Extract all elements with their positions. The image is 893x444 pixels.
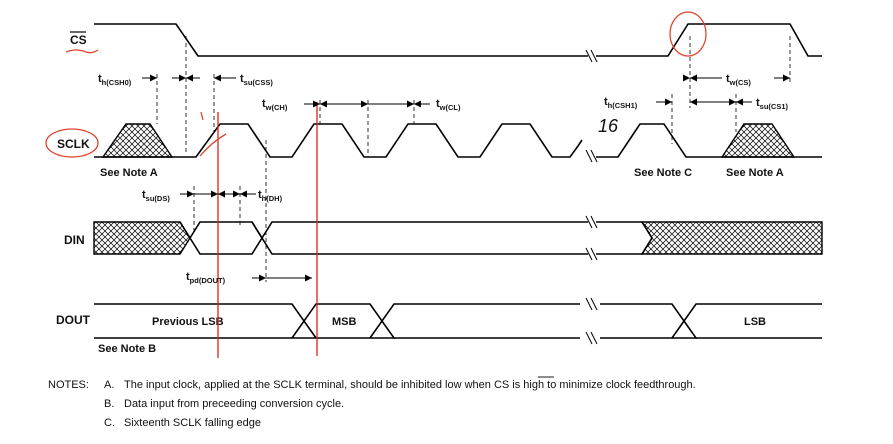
label-th-csh0: th(CSH0) bbox=[98, 73, 132, 87]
timing-arrows bbox=[142, 74, 790, 282]
see-note-a-right: See Note A bbox=[726, 167, 784, 179]
label-tw-cl: tw(CL) bbox=[436, 98, 461, 112]
cs-rise-circle-annotation bbox=[669, 11, 707, 57]
label-tsu-cs1: tsu(CS1) bbox=[756, 97, 789, 111]
handwritten-tick bbox=[199, 133, 227, 157]
cs-waveform bbox=[94, 11, 822, 63]
sclk-waveform bbox=[94, 123, 822, 163]
note-b-text: Data input from preceeding conversion cy… bbox=[124, 398, 344, 410]
see-note-a-left: See Note A bbox=[100, 167, 158, 179]
label-tsu-ds: tsu(DS) bbox=[142, 189, 170, 203]
see-note-b: See Note B bbox=[98, 343, 156, 355]
timing-labels: th(CSH0) tsu(CSS) tw(CH) tw(CL) th(CSH1)… bbox=[98, 73, 789, 285]
note-a-text: The input clock, applied at the SCLK ter… bbox=[124, 379, 696, 391]
label-tw-cs: tw(CS) bbox=[726, 73, 751, 87]
cs-signal-label: CS bbox=[65, 31, 99, 54]
note-a-cs: CS bbox=[494, 379, 509, 391]
dout-waveform bbox=[94, 297, 822, 345]
notes-block: NOTES: A. The input clock, applied at th… bbox=[48, 376, 696, 429]
notes-heading: NOTES: bbox=[48, 379, 89, 391]
note-c-text: Sixteenth SCLK falling edge bbox=[124, 417, 261, 429]
note-c-letter: C. bbox=[104, 417, 115, 429]
label-tsu-css: tsu(CSS) bbox=[240, 73, 273, 87]
label-tw-ch: tw(CH) bbox=[262, 98, 288, 112]
label-tpd-dout: tpd(DOUT) bbox=[186, 271, 226, 285]
dout-previous-lsb-label: Previous LSB bbox=[152, 316, 224, 328]
reference-lines bbox=[156, 36, 791, 358]
svg-text:CS: CS bbox=[70, 33, 87, 47]
handwritten-16-annotation: 16 bbox=[598, 116, 619, 136]
dout-signal-label: DOUT bbox=[56, 313, 91, 327]
label-th-dh: th(DH) bbox=[258, 189, 283, 203]
see-note-c: See Note C bbox=[634, 167, 692, 179]
note-a-letter: A. bbox=[104, 379, 114, 391]
sclk-signal-label: SCLK bbox=[57, 137, 90, 151]
dout-msb-label: MSB bbox=[332, 316, 357, 328]
sclk-circle-annotation bbox=[45, 128, 99, 158]
din-waveform bbox=[93, 215, 823, 261]
note-b-letter: B. bbox=[104, 398, 114, 410]
dout-lsb-label: LSB bbox=[744, 316, 766, 328]
din-signal-label: DIN bbox=[64, 233, 85, 247]
label-th-csh1: th(CSH1) bbox=[604, 96, 638, 110]
